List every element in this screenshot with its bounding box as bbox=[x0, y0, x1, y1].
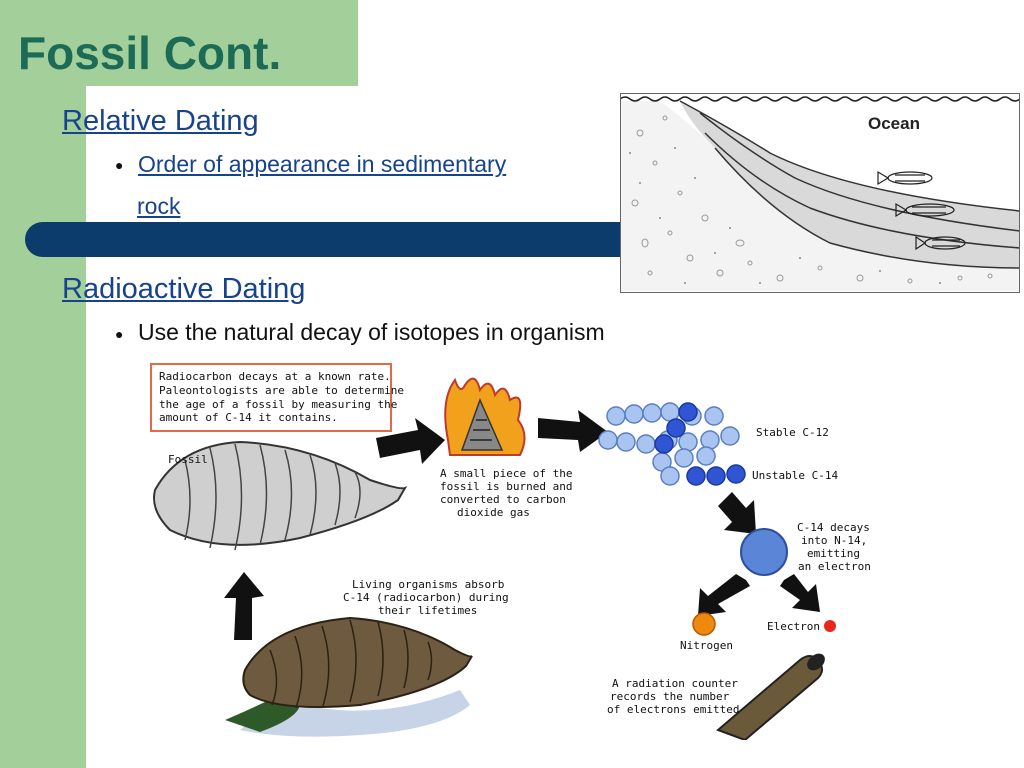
bullet-dot: ● bbox=[115, 326, 124, 342]
stable-c12-label: Stable C-12 bbox=[756, 426, 829, 439]
bullet-rock-text[interactable]: rock bbox=[137, 193, 181, 219]
nitrogen-atom bbox=[692, 612, 716, 636]
burn-caption-line-1: A small piece of the bbox=[440, 467, 572, 480]
counter-caption-line-1: A radiation counter bbox=[612, 677, 738, 690]
heading-radioactive-dating[interactable]: Radioactive Dating bbox=[62, 275, 305, 304]
intro-text-line-4: amount of C-14 it contains. bbox=[159, 411, 338, 424]
bullet-order-appearance[interactable]: Order of appearance in sedimentary bbox=[138, 153, 506, 176]
divider-band bbox=[25, 222, 625, 257]
heading-relative-dating-text[interactable]: Relative Dating bbox=[62, 105, 259, 137]
decay-caption-line-2: into N-14, bbox=[801, 534, 867, 547]
arrow-down-left-icon bbox=[698, 574, 750, 616]
c14-dating-figure: Radiocarbon decays at a known rate. Pale… bbox=[150, 363, 871, 740]
electron-dot bbox=[824, 620, 836, 632]
c14-atoms bbox=[654, 402, 746, 486]
sidebar-green bbox=[0, 0, 86, 768]
heading-radioactive-dating-text[interactable]: Radioactive Dating bbox=[62, 273, 306, 305]
strata-figure: Ocean bbox=[620, 93, 1020, 293]
n14-atom bbox=[740, 528, 788, 576]
counter-caption-line-3: of electrons emitted bbox=[607, 703, 739, 716]
strata-line-1 bbox=[679, 100, 1020, 212]
counter-caption-line-2: records the number bbox=[610, 690, 730, 703]
electron-label: Electron bbox=[767, 620, 820, 633]
fossil-label: Fossil bbox=[168, 453, 208, 466]
nitrogen-label: Nitrogen bbox=[680, 639, 733, 652]
arrow-down-icon bbox=[718, 492, 756, 534]
intro-text-line-2: Paleontologists are able to determine bbox=[159, 384, 404, 397]
burn-caption-line-2: fossil is burned and bbox=[440, 480, 572, 493]
heading-relative-dating[interactable]: Relative Dating bbox=[62, 107, 259, 136]
arrow-up-icon bbox=[224, 572, 264, 640]
living-caption-line-1: Living organisms absorb bbox=[352, 578, 504, 591]
strata-layers bbox=[680, 101, 1020, 268]
carbon-atoms-cluster bbox=[598, 402, 740, 486]
strata-line-4 bbox=[714, 147, 1020, 269]
title-bar-green bbox=[0, 0, 358, 86]
bullet-rock[interactable]: rock bbox=[137, 195, 180, 218]
decay-caption-line-3: emitting bbox=[807, 547, 860, 560]
fossil-fish-3 bbox=[915, 235, 966, 251]
fossil-shell bbox=[153, 440, 408, 551]
intro-box bbox=[150, 363, 392, 432]
sea-surface-wave bbox=[620, 96, 1020, 102]
living-caption-line-3: their lifetimes bbox=[378, 604, 477, 617]
living-caption-line-2: C-14 (radiocarbon) during bbox=[343, 591, 509, 604]
ocean-label: Ocean bbox=[868, 114, 920, 133]
fossil-fish-2 bbox=[895, 202, 955, 218]
decay-caption-line-4: an electron bbox=[798, 560, 871, 573]
sediment-dots bbox=[629, 147, 941, 284]
figure-border bbox=[620, 93, 1020, 293]
burn-caption-line-3: converted to carbon bbox=[440, 493, 566, 506]
content-corner bbox=[86, 86, 358, 126]
bullet-decay-isotopes: Use the natural decay of isotopes in org… bbox=[138, 319, 605, 345]
arrow-right-icon bbox=[538, 410, 608, 452]
burn-caption-line-4: dioxide gas bbox=[457, 506, 530, 519]
slide-title: Fossil Cont. bbox=[18, 27, 282, 79]
sediment-speckles bbox=[631, 115, 993, 284]
fossil-fish-1 bbox=[877, 170, 933, 186]
unstable-c14-label: Unstable C-14 bbox=[752, 469, 838, 482]
living-snail bbox=[225, 616, 473, 737]
seabed-sediment bbox=[620, 101, 1020, 291]
bullet-dot: ● bbox=[115, 157, 124, 173]
burning-fossil-icon bbox=[444, 377, 526, 456]
strata-line-2 bbox=[699, 112, 1020, 232]
bullet-order-appearance-text[interactable]: Order of appearance in sedimentary bbox=[138, 151, 507, 177]
intro-text-line-1: Radiocarbon decays at a known rate. bbox=[159, 370, 391, 383]
decay-caption-line-1: C-14 decays bbox=[797, 521, 870, 534]
strata-line-3 bbox=[704, 132, 1020, 249]
radiation-counter-icon bbox=[716, 653, 825, 740]
arrow-right-icon bbox=[376, 418, 445, 464]
arrow-down-right-icon bbox=[780, 574, 820, 612]
intro-text-line-3: the age of a fossil by measuring the bbox=[159, 398, 397, 411]
